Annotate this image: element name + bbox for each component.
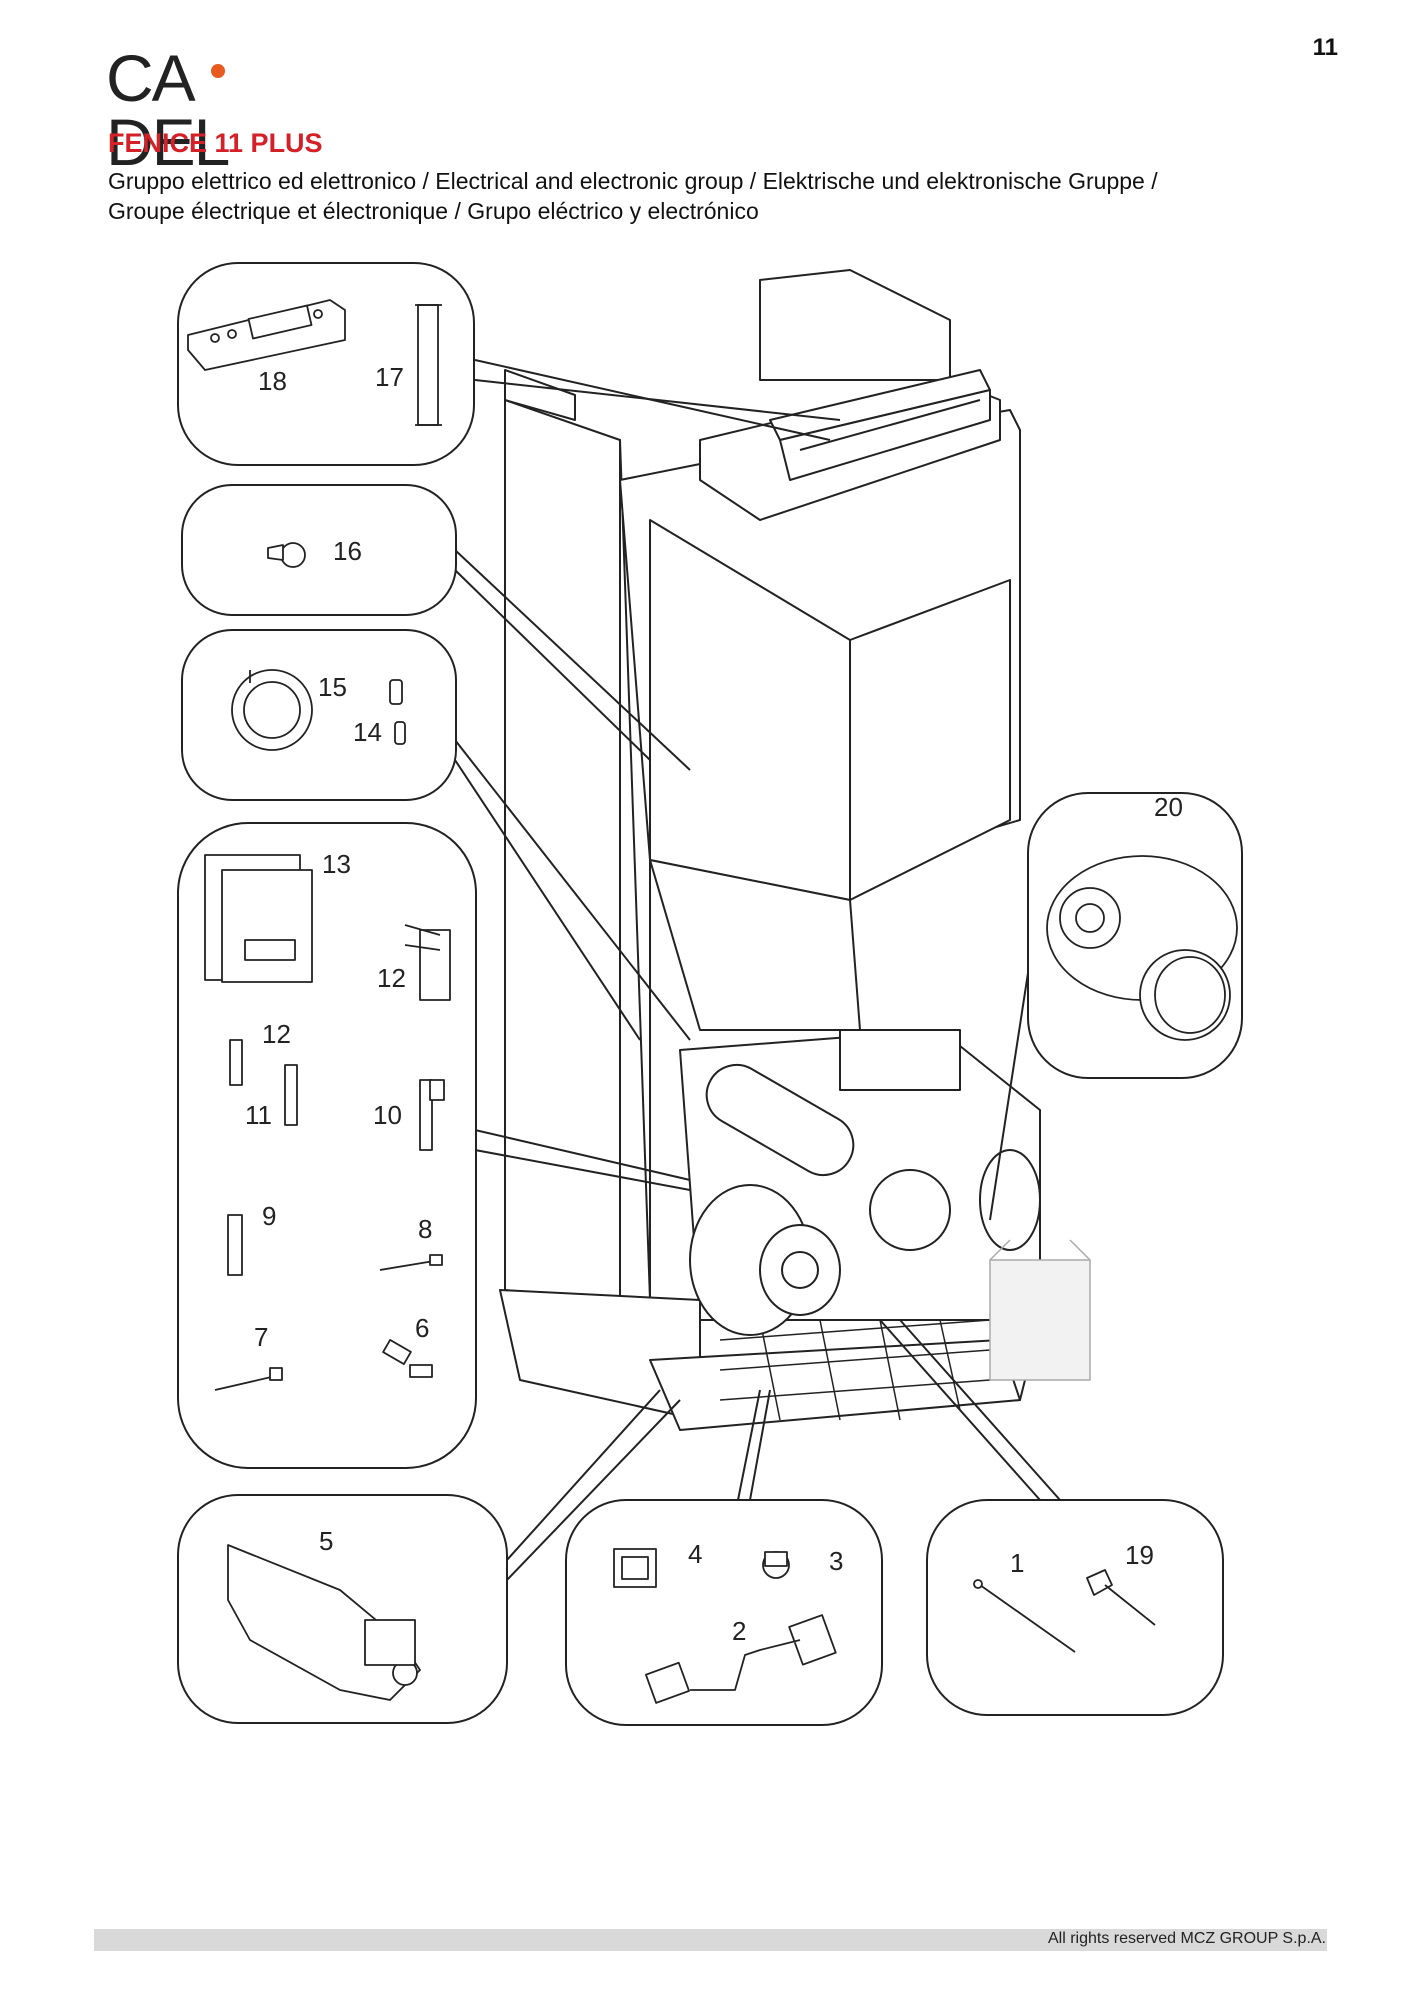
callout-label: 2 [732, 1616, 746, 1646]
callout-label: 11 [245, 1100, 272, 1130]
callout-label: 7 [254, 1322, 268, 1352]
callout-label: 10 [373, 1100, 402, 1130]
page-subtitle: Gruppo elettrico ed elettronico / Electr… [108, 166, 1328, 226]
footer-bar [94, 1929, 1327, 1951]
callout-label: 19 [1125, 1540, 1154, 1570]
callout-label: 1 [1010, 1548, 1024, 1578]
callout-label: 6 [415, 1313, 429, 1343]
leader-lines [454, 359, 1061, 1581]
callout-frame-16-15 [181, 629, 457, 801]
stove-body-drawing [499, 269, 1091, 1431]
callout-label: 12 [377, 963, 406, 993]
callout-label: 17 [375, 362, 404, 392]
callout-label: 9 [262, 1201, 276, 1231]
callout-frame-19-18 [177, 262, 475, 466]
callout-label: 4 [688, 1539, 702, 1569]
callout-label: 14 [353, 717, 382, 747]
callout-label: 15 [318, 672, 347, 702]
subtitle-line-1: Gruppo elettrico ed elettronico / Electr… [108, 168, 1158, 194]
page-number: 11 [1312, 34, 1338, 61]
callout-label: 5 [319, 1526, 333, 1556]
callout-frame-17 [181, 484, 457, 616]
callout-label: 18 [258, 366, 287, 396]
callout-label: 12 [262, 1019, 291, 1049]
callout-label: 20 [1154, 792, 1183, 822]
brand-wordmark: CADEL [106, 41, 230, 179]
callout-label: 3 [829, 1546, 843, 1576]
footer-copyright: All rights reserved MCZ GROUP S.p.A. [1048, 1930, 1326, 1947]
callout-label: 8 [418, 1214, 432, 1244]
callout-frame-5-3 [565, 1499, 883, 1726]
callout-label: 13 [322, 849, 351, 879]
brand-dot [211, 64, 225, 78]
callout-frame-14-7 [177, 822, 477, 1469]
callout-frame-2-1 [926, 1499, 1224, 1716]
subtitle-line-2: Groupe électrique et électronique / Grup… [108, 198, 759, 224]
page-title: FENICE 11 PLUS [108, 128, 323, 158]
brand-logo: CADEL [106, 45, 316, 175]
callout-label: 16 [333, 536, 362, 566]
